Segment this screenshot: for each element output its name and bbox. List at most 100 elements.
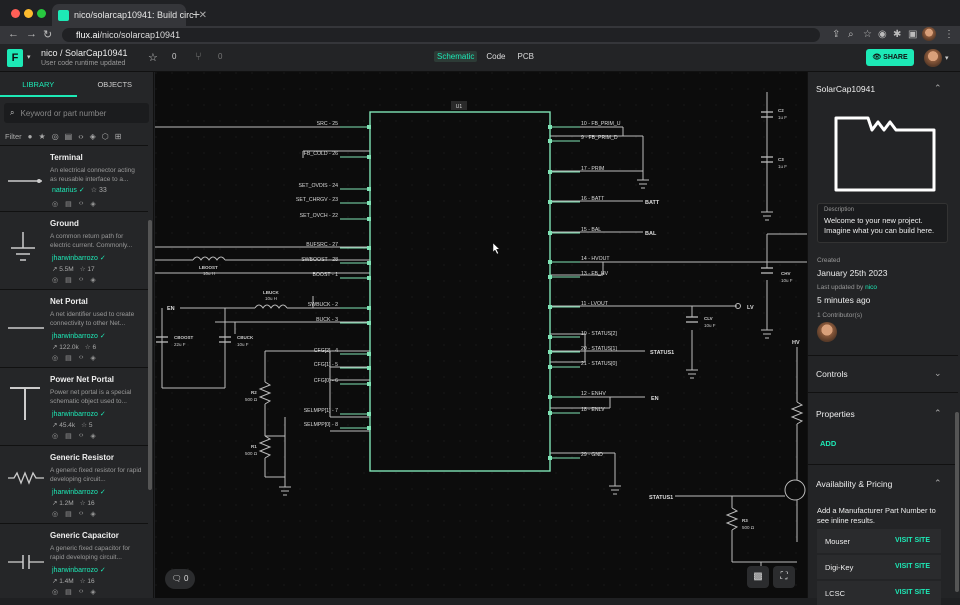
forward-icon[interactable]: →: [26, 28, 37, 40]
controls-chevron-icon[interactable]: ⌄: [934, 368, 942, 378]
cube-icon[interactable]: ◈: [90, 277, 96, 284]
layers-icon[interactable]: ▤: [65, 355, 72, 362]
search-input[interactable]: Keyword or part number: [20, 108, 107, 118]
flux-logo[interactable]: F: [7, 49, 23, 67]
library-search[interactable]: ⌕ Keyword or part number: [4, 103, 149, 123]
fork-icon[interactable]: ⑂: [195, 51, 202, 63]
code-icon[interactable]: ‹›: [78, 588, 84, 595]
controls-heading[interactable]: Controls: [816, 369, 848, 379]
cube-icon[interactable]: ◈: [90, 355, 96, 362]
library-item-author[interactable]: jharwinbarrozo ✓: [52, 566, 106, 574]
visit-site-link[interactable]: VISIT SITE: [895, 563, 931, 570]
zoom-icon[interactable]: ⌕: [848, 29, 854, 40]
filter-globe-icon[interactable]: ◎: [51, 131, 59, 141]
availability-heading[interactable]: Availability & Pricing: [816, 479, 893, 489]
puzzle-icon[interactable]: ✱: [893, 29, 902, 40]
reload-icon[interactable]: ↻: [43, 29, 53, 41]
comments-button[interactable]: 🗨 0: [165, 569, 195, 589]
globe-icon[interactable]: ◎: [52, 201, 59, 208]
browser-profile-avatar[interactable]: [922, 27, 936, 41]
bookmark-icon[interactable]: ☆: [863, 29, 872, 40]
layers-icon[interactable]: ▤: [65, 433, 72, 440]
user-avatar[interactable]: [924, 49, 942, 67]
cube-icon[interactable]: ◈: [90, 433, 96, 440]
globe-icon[interactable]: ◎: [52, 433, 59, 440]
library-scrollbar[interactable]: [148, 220, 152, 490]
extension-icon[interactable]: ◉: [878, 29, 887, 40]
star-icon[interactable]: ☆: [148, 52, 158, 64]
availability-chevron-icon[interactable]: ⌃: [934, 478, 942, 488]
library-item-author[interactable]: jharwinbarrozo ✓: [52, 254, 106, 262]
tab-library[interactable]: LIBRARY: [0, 72, 77, 97]
layers-icon[interactable]: ▤: [65, 201, 72, 208]
globe-icon[interactable]: ◎: [52, 355, 59, 362]
properties-chevron-icon[interactable]: ⌃: [934, 408, 942, 418]
cube-icon[interactable]: ◈: [90, 511, 96, 518]
share-page-icon[interactable]: ⇪: [832, 29, 841, 40]
code-icon[interactable]: ‹›: [78, 200, 84, 207]
layers-icon[interactable]: ▤: [65, 277, 72, 284]
contributor-avatar[interactable]: [817, 322, 837, 342]
filter-box-icon[interactable]: ⬡: [101, 131, 109, 141]
updated-by-link[interactable]: nico: [865, 284, 878, 291]
user-menu-chevron-icon[interactable]: ▾: [945, 55, 949, 62]
back-icon[interactable]: ←: [8, 28, 19, 40]
browser-menu-icon[interactable]: ⋮: [944, 29, 954, 40]
project-title[interactable]: nico / SolarCap10941: [41, 48, 128, 58]
cube-icon[interactable]: ◈: [90, 589, 96, 596]
fit-view-icon[interactable]: ▩: [747, 566, 769, 588]
filter-layers-icon[interactable]: ▤: [64, 131, 73, 141]
logo-menu-chevron-icon[interactable]: ▾: [27, 54, 31, 61]
library-item-author[interactable]: natarius ✓☆ 33: [52, 186, 107, 194]
minimize-window-button[interactable]: [24, 9, 33, 18]
cube-icon[interactable]: ◈: [90, 201, 96, 208]
library-item-author[interactable]: jharwinbarrozo ✓: [52, 332, 106, 340]
maximize-window-button[interactable]: [37, 9, 46, 18]
filter-cube-icon[interactable]: ◈: [89, 131, 96, 141]
tab-pcb[interactable]: PCB: [517, 52, 534, 61]
tab-schematic[interactable]: Schematic: [434, 51, 478, 62]
filter-star-icon[interactable]: ★: [38, 131, 46, 141]
code-icon[interactable]: ‹›: [78, 510, 84, 517]
globe-icon[interactable]: ◎: [52, 511, 59, 518]
code-icon[interactable]: ‹›: [78, 276, 84, 283]
add-property-button[interactable]: ADD: [820, 439, 837, 448]
collapse-chevron-icon[interactable]: ⌃: [934, 83, 942, 93]
code-icon[interactable]: ‹›: [78, 354, 84, 361]
layers-icon[interactable]: ▤: [65, 589, 72, 596]
share-button[interactable]: 👁 SHARE: [866, 49, 914, 66]
properties-heading[interactable]: Properties: [816, 409, 855, 419]
globe-icon[interactable]: ◎: [52, 277, 59, 284]
library-item-description: A generic fixed capacitor for rapid deve…: [50, 545, 131, 561]
library-item-author[interactable]: jharwinbarrozo ✓: [52, 410, 106, 418]
visit-site-link[interactable]: VISIT SITE: [895, 537, 931, 544]
filter-user-icon[interactable]: ●: [27, 131, 33, 141]
fullscreen-icon[interactable]: ⛶: [773, 566, 795, 588]
tab-objects[interactable]: OBJECTS: [97, 80, 133, 89]
layers-icon[interactable]: ▤: [65, 511, 72, 518]
inspector-scrollbar[interactable]: [955, 412, 959, 592]
url-bar[interactable]: flux.ai/nico/solarcap10941: [62, 28, 820, 42]
close-window-button[interactable]: [11, 9, 20, 18]
ic-u1-body[interactable]: [369, 111, 551, 472]
tab-code[interactable]: Code: [486, 52, 506, 61]
filter-cart-icon[interactable]: ⊞: [114, 131, 122, 141]
browser-tab[interactable]: nico/solarcap10941: Build circ ✕: [52, 4, 207, 26]
visit-site-link[interactable]: VISIT SITE: [895, 589, 931, 596]
sidebar-icon[interactable]: ▣: [908, 29, 918, 40]
tab-close-icon[interactable]: ✕: [198, 9, 207, 21]
library-item-description: A generic fixed resistor for rapid devel…: [50, 467, 142, 483]
description-box[interactable]: Description Welcome to your new project.…: [817, 203, 948, 243]
globe-icon[interactable]: ◎: [52, 589, 59, 596]
new-tab-button[interactable]: +: [192, 6, 201, 22]
library-item-author[interactable]: jharwinbarrozo ✓: [52, 488, 106, 496]
filter-code-icon[interactable]: ‹›: [78, 131, 84, 141]
code-icon[interactable]: ‹›: [78, 432, 84, 439]
